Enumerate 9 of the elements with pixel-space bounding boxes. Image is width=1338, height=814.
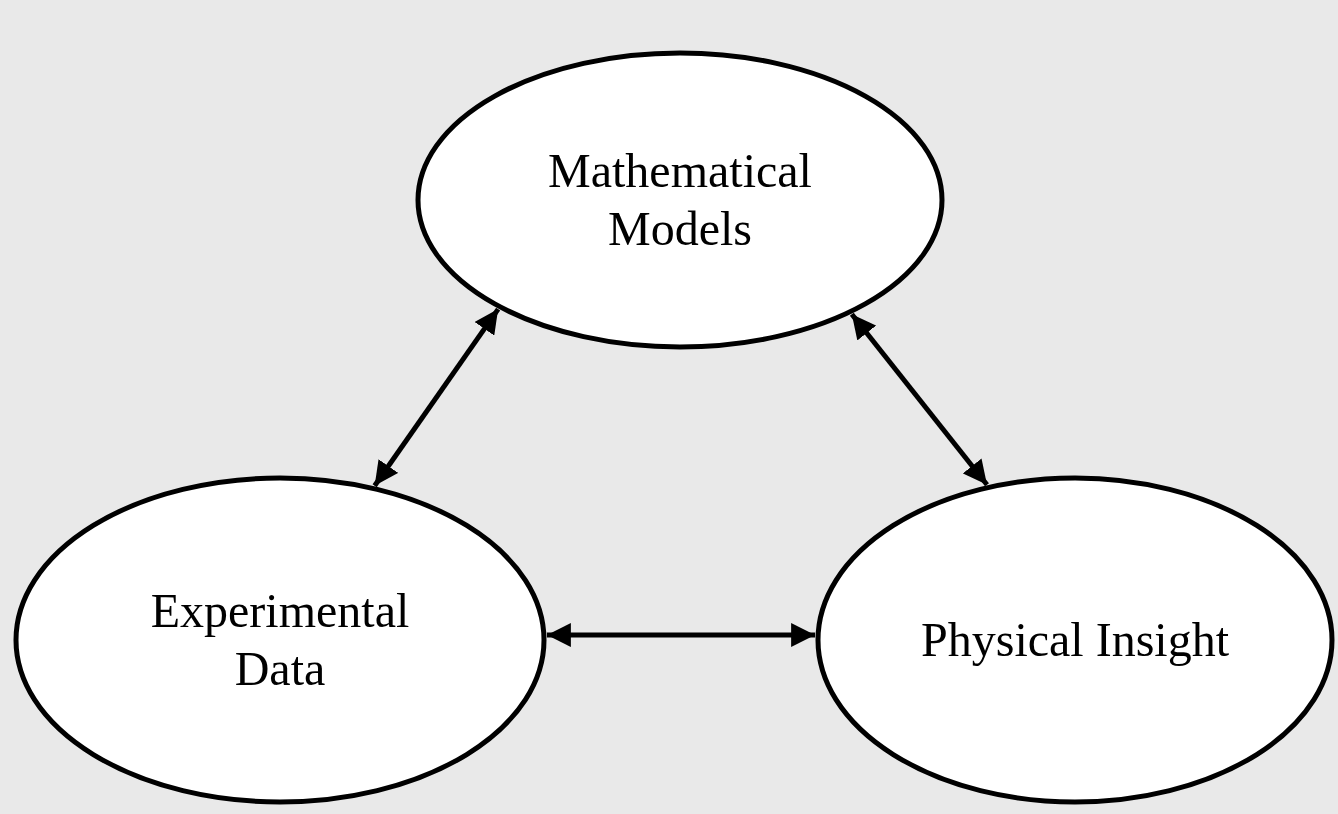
double-arrow bbox=[849, 312, 989, 487]
node-label: Experimental Data bbox=[149, 583, 411, 697]
double-arrow bbox=[372, 307, 501, 488]
node-label: Physical Insight bbox=[920, 612, 1230, 668]
node-label: Mathematical Models bbox=[547, 143, 813, 257]
ellipse-node bbox=[415, 50, 945, 350]
double-arrow bbox=[546, 623, 816, 647]
ellipse-node bbox=[815, 475, 1335, 805]
ellipse-node bbox=[13, 475, 547, 805]
